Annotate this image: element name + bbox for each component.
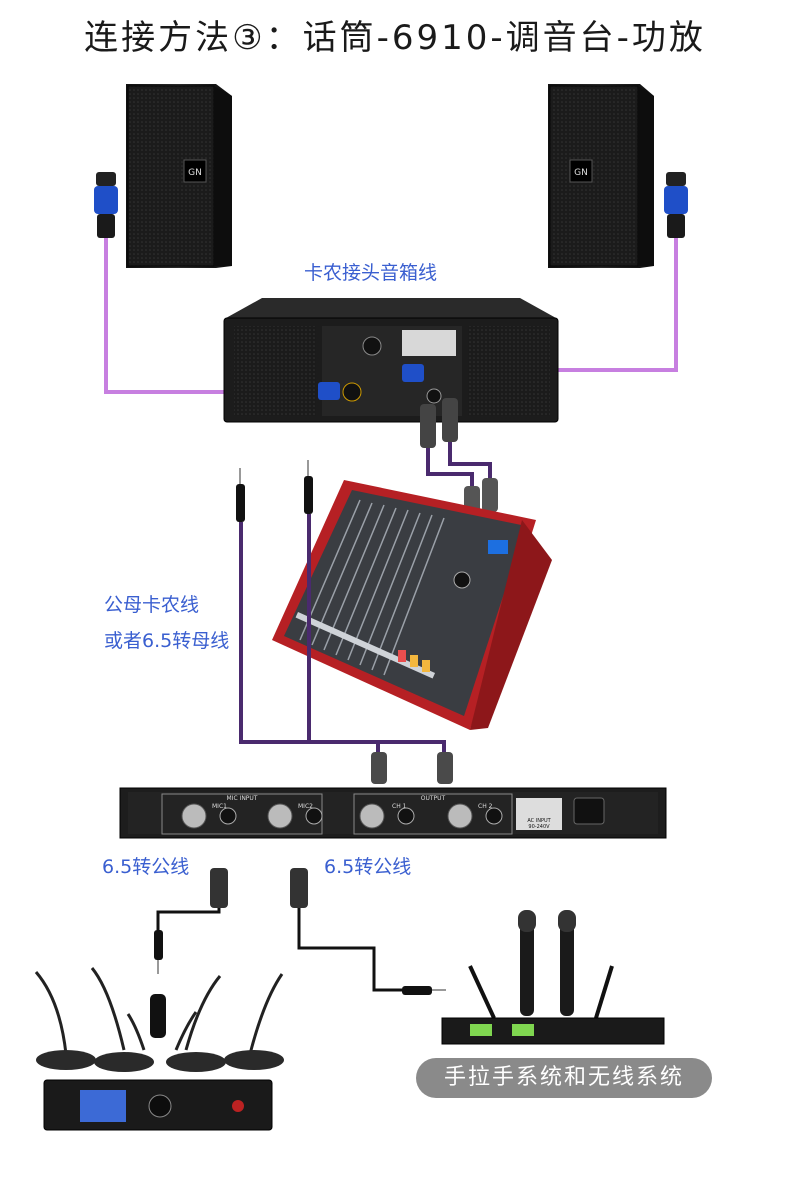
processor-mic1-label: MIC1 bbox=[212, 803, 227, 810]
processor-6910: MIC INPUT MIC1 MIC2 OUTPUT CH 1 CH 2 AC … bbox=[119, 787, 667, 839]
label-jack-to-male-right: 6.5转公线 bbox=[324, 856, 412, 878]
power-amplifier bbox=[223, 298, 559, 423]
jack-cable-2 bbox=[297, 908, 402, 992]
label-speaker-cable: 卡农接头音箱线 bbox=[304, 262, 438, 284]
label-jack-to-female: 或者6.5转母线 bbox=[104, 630, 230, 652]
xlr-plug-mixer-2 bbox=[482, 478, 498, 512]
speaker-right: GN bbox=[548, 84, 654, 268]
speaker-logo: GN bbox=[188, 168, 202, 178]
xlr-female-1 bbox=[371, 752, 387, 784]
speakon-plug-left bbox=[94, 172, 118, 238]
label-mf-xlr-line: 公母卡农线 bbox=[104, 594, 200, 616]
page-title: 连接方法③：话筒-6910-调音台-功放 bbox=[84, 18, 706, 58]
xlr-male-2 bbox=[290, 868, 308, 908]
xlr-male-1 bbox=[210, 868, 228, 908]
xlr-cable-amp-1 bbox=[426, 448, 474, 486]
processor-ac-label: AC INPUT bbox=[527, 818, 551, 824]
jack-plug-2 bbox=[304, 460, 313, 514]
xlr-female-2 bbox=[437, 752, 453, 784]
mf-cable-2 bbox=[307, 514, 446, 752]
processor-mic2-label: MIC2 bbox=[298, 803, 313, 810]
mixer bbox=[272, 480, 552, 730]
speakon-plug-right bbox=[664, 172, 688, 238]
xlr-plugs-amp bbox=[420, 398, 458, 448]
jack-plug-3 bbox=[154, 930, 163, 974]
speaker-logo: GN bbox=[574, 168, 588, 178]
wireless-system bbox=[441, 910, 665, 1045]
conference-system bbox=[34, 967, 284, 1131]
processor-ch1-label: CH 1 bbox=[392, 803, 407, 810]
speaker-left: GN bbox=[126, 84, 232, 268]
processor-output-label: OUTPUT bbox=[421, 795, 446, 802]
xlr-cable-amp-2 bbox=[448, 442, 492, 478]
jack-plug-4 bbox=[402, 986, 446, 995]
jack-cable-1 bbox=[156, 908, 221, 930]
processor-mic-input-label: MIC INPUT bbox=[227, 795, 258, 802]
label-jack-to-male-left: 6.5转公线 bbox=[102, 856, 190, 878]
processor-ac-range: 90-240V bbox=[528, 824, 550, 830]
label-systems: 手拉手系统和无线系统 bbox=[416, 1058, 712, 1098]
processor-ch2-label: CH 2 bbox=[478, 803, 493, 810]
jack-plug-1 bbox=[236, 468, 245, 522]
